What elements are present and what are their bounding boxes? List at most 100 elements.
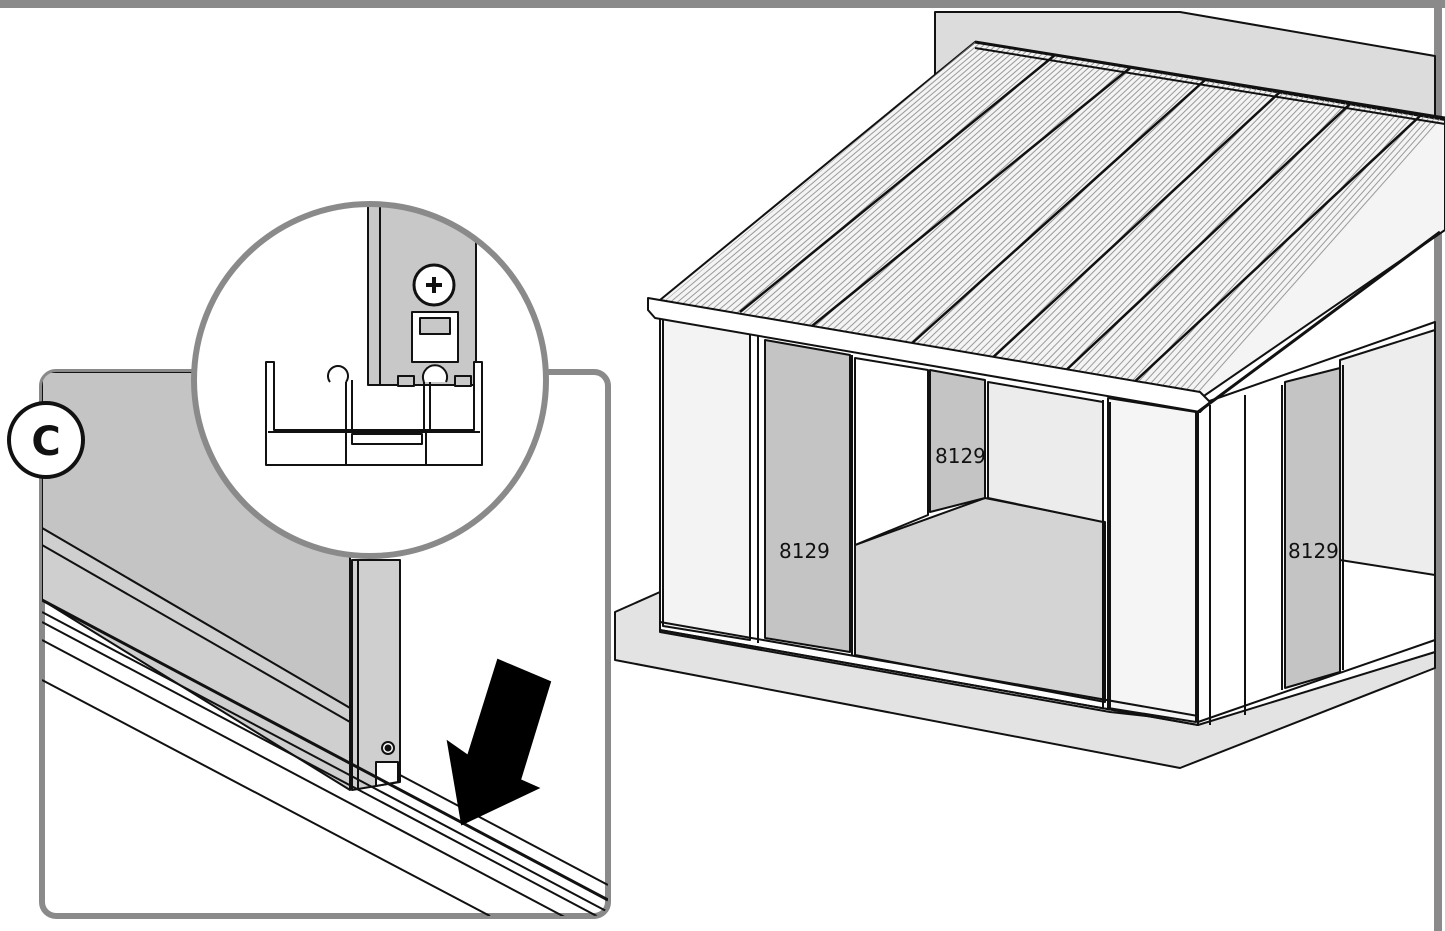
side-panel-label: 8129 xyxy=(1288,539,1339,563)
roof-flute-line xyxy=(882,73,1169,344)
roof-flute-line xyxy=(1167,115,1420,395)
roof-flute-line xyxy=(673,43,986,306)
roof-flute-line xyxy=(876,72,1164,343)
roof-flute-line xyxy=(917,78,1200,350)
roof-flute-line xyxy=(893,75,1180,346)
back-sliding-panel xyxy=(929,369,986,513)
roof-flute-line xyxy=(1048,97,1315,374)
greenhouse-assembly: 8129 8129 8129 xyxy=(614,11,1445,769)
roof-flute-line xyxy=(858,70,1148,339)
roof-flute-line xyxy=(816,64,1112,332)
side-interior xyxy=(1339,329,1436,576)
roof-flute-line xyxy=(1001,91,1274,365)
roof-flute-line xyxy=(1090,104,1352,381)
roof-flute-line xyxy=(935,81,1216,353)
back-panel-label: 8129 xyxy=(935,444,986,468)
roof-flute-line xyxy=(947,83,1227,356)
roof-flute-line xyxy=(786,59,1085,327)
roof-flute-line xyxy=(941,82,1221,355)
roof-flute-line xyxy=(1013,92,1284,367)
front-left-panel xyxy=(662,317,751,641)
roof-flute-line xyxy=(983,88,1258,362)
roof-flute-line xyxy=(1126,109,1383,388)
roof-flute-line xyxy=(1155,113,1409,393)
roof-flute-line xyxy=(887,74,1174,345)
roof-flute-line xyxy=(1149,112,1404,392)
roof-flute-line xyxy=(709,48,1018,313)
roof-flute-line xyxy=(971,86,1247,360)
detail-frame-post xyxy=(351,559,401,791)
roof-flute-line xyxy=(1007,91,1279,366)
interior-floor xyxy=(854,497,1106,703)
down-left-arrow-icon xyxy=(446,658,552,826)
roof-flute-line xyxy=(840,67,1133,336)
step-badge xyxy=(7,401,85,479)
roof-flute-line xyxy=(905,77,1190,348)
roof-flute-line xyxy=(1096,104,1357,383)
roof-flute-line xyxy=(1060,99,1326,376)
roof-flute-line xyxy=(733,52,1038,317)
roof-flute-line xyxy=(899,76,1185,347)
roof-flute-line xyxy=(870,71,1159,342)
roof-flute-line xyxy=(911,78,1195,349)
roof-flute-line xyxy=(745,53,1049,319)
roof-flute-line xyxy=(1042,97,1310,373)
magnifier-detail xyxy=(191,201,549,559)
roof-flute-line xyxy=(1173,116,1425,397)
roof-flute-line xyxy=(756,55,1059,321)
roof-flute-line xyxy=(1185,117,1435,399)
left-panel-label: 8129 xyxy=(779,539,830,563)
roof-flute-line xyxy=(1066,100,1331,377)
roof-flute-line xyxy=(1108,106,1368,385)
roof-flute-line xyxy=(977,87,1253,361)
roof-bars xyxy=(739,54,1421,387)
roof-flute-line xyxy=(864,71,1153,341)
left-sliding-panel xyxy=(764,339,851,653)
roof-flute-line xyxy=(685,45,997,308)
roof-flute-line xyxy=(691,45,1002,309)
roof-flute-line xyxy=(721,50,1028,315)
roof-flute-line xyxy=(846,68,1138,337)
front-right-panel xyxy=(1107,397,1197,723)
track-profile xyxy=(265,361,483,466)
roof-flute-line xyxy=(1191,118,1441,400)
roof-flute-line xyxy=(1036,96,1305,372)
step-label: C xyxy=(31,419,60,465)
roof-flute-line xyxy=(727,51,1033,316)
side-sliding-panel xyxy=(1284,367,1341,689)
roof-flute-line xyxy=(739,52,1044,318)
roof-flute-line xyxy=(798,61,1096,329)
roof-flute-line xyxy=(1078,102,1341,379)
roof-flute-line xyxy=(667,42,981,305)
roof-flute-line xyxy=(1102,105,1362,384)
roof-flute-line xyxy=(715,49,1023,314)
detail-panel-lower xyxy=(42,527,351,791)
roof-flute-line xyxy=(1030,95,1300,371)
interior-back-left xyxy=(854,357,929,546)
roof-flute-line xyxy=(1054,98,1321,375)
roof-flute-line xyxy=(995,90,1268,364)
roof-flute-line xyxy=(923,79,1206,351)
roof-flute-line xyxy=(1144,111,1399,391)
roof-flute-line xyxy=(1179,117,1430,398)
roof-flute-line xyxy=(965,85,1242,359)
roof-flute-line xyxy=(929,80,1211,352)
roof-flute-line xyxy=(703,47,1012,311)
roof-flute-line xyxy=(1138,110,1394,390)
roof-flute-line xyxy=(697,46,1007,310)
roof-flute-line xyxy=(768,57,1070,323)
interior-back-right xyxy=(987,381,1104,523)
roof-flutes xyxy=(662,42,1441,400)
roof-flute-line xyxy=(774,58,1075,324)
roof-flute-line xyxy=(852,69,1143,338)
roof-flute-line xyxy=(780,58,1080,325)
roof-flute-line xyxy=(1024,94,1294,370)
roof-flute-line xyxy=(828,65,1122,334)
roof-flute-line xyxy=(1132,110,1388,389)
roof-flute-line xyxy=(959,84,1237,358)
roof-flute-line xyxy=(1018,93,1289,369)
roof-flute-line xyxy=(762,56,1065,322)
roof-flute-line xyxy=(679,44,991,307)
